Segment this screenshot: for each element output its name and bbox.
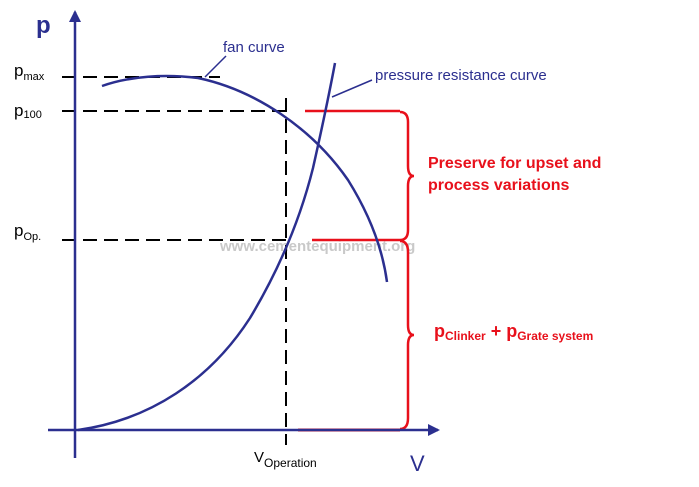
brace-upper — [399, 110, 415, 242]
fan-curve-label: fan curve — [223, 39, 285, 56]
reserve-annotation-line1: Preserve for upset and — [428, 155, 601, 172]
bottom-annotation: pClinker + pGrate system — [434, 321, 593, 343]
y-marker-pmax: pmax — [14, 61, 45, 83]
fan-curve — [101, 74, 389, 283]
brace-lower — [399, 239, 415, 431]
pressure-curve-label-pointer — [331, 79, 373, 98]
pressure-resistance-curve — [77, 62, 337, 432]
reserve-annotation-line2: process variations — [428, 177, 570, 194]
y-marker-pop: pOp. — [14, 221, 41, 243]
watermark: www.cementequipment.org — [219, 238, 415, 255]
x-marker-voperation: VOperation — [254, 449, 317, 470]
y-marker-p100: p100 — [14, 101, 42, 121]
x-axis-label: V — [410, 451, 425, 476]
fan-curve-label-pointer — [204, 55, 227, 78]
y-axis-label: p — [36, 12, 51, 39]
pressure-curve-label: pressure resistance curve — [375, 67, 547, 84]
